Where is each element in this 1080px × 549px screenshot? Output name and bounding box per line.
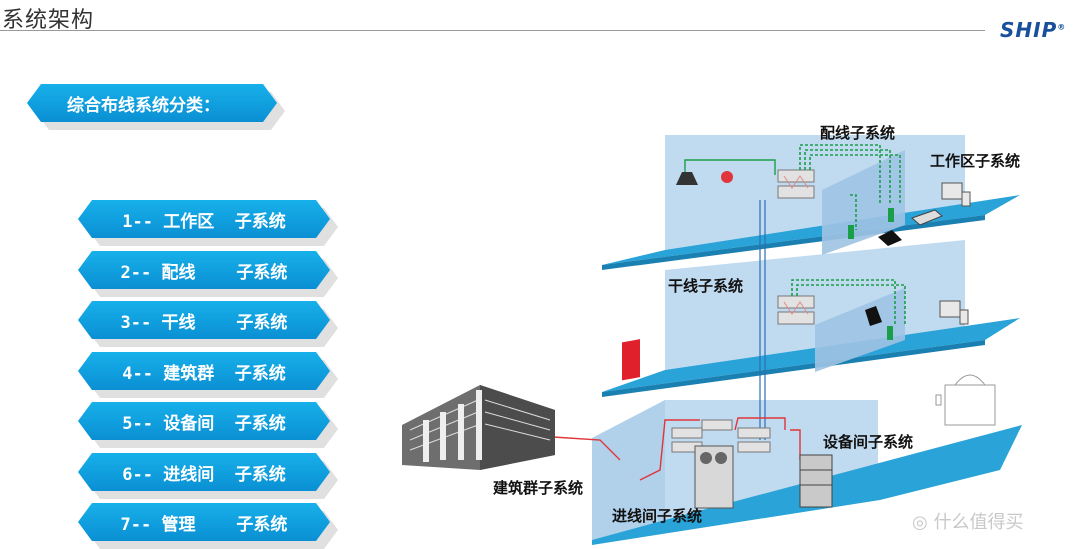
computer-monitor-2-icon (939, 300, 961, 318)
alarm-bell-icon (721, 171, 733, 183)
patch-cords (783, 175, 809, 315)
category-item-7: 7-- 管理 子系统 (78, 503, 330, 541)
category-item-4: 4-- 建筑群 子系统 (78, 352, 330, 390)
campus-building-icon (402, 385, 555, 470)
top-floor-partition (822, 150, 905, 255)
computer-tower-icon (961, 191, 971, 207)
cabling-architecture-diagram: 配线子系统 工作区子系统 干线子系统 设备间子系统 建筑群子系统 进线间子系统 (402, 124, 1022, 545)
equipment-room-subsystem-label: 设备间子系统 (823, 433, 913, 451)
brand-logo-text: SHIP (1000, 18, 1058, 42)
patch-panels (671, 169, 815, 453)
category-item-6: 6-- 进线间 子系统 (78, 453, 330, 491)
fan-2-icon (715, 452, 727, 464)
campus-subsystem-label: 建筑群子系统 (493, 479, 583, 497)
brand-logo: SHIP® (1000, 18, 1066, 42)
computer-tower-2-icon (959, 309, 969, 325)
entrance-terminal-icon (622, 339, 640, 381)
entrance-subsystem-label: 进线间子系统 (612, 507, 702, 525)
ground-floor-left-wall (592, 400, 665, 540)
printer-icon (911, 209, 943, 226)
camera-icon (865, 306, 882, 326)
wall-outlet-2-icon (888, 208, 894, 222)
chat-bubble-icon: ◎ (912, 512, 928, 533)
campus-cabling (552, 417, 801, 481)
fan-icon (700, 452, 712, 464)
server-rack-icon (799, 454, 833, 508)
watermark-text: 什么值得买 (933, 512, 1024, 533)
category-item-1: 1-- 工作区 子系统 (78, 200, 330, 238)
page-title: 系统架构 (2, 8, 95, 33)
horizontal-subsystem-label: 配线子系统 (820, 124, 895, 142)
phone-icon (878, 230, 902, 246)
watermark: ◎ 什么值得买 (912, 508, 1023, 534)
horizontal-cabling-solid (684, 159, 776, 175)
work-area-devices (676, 171, 971, 340)
middle-floor-slab-edge (602, 340, 985, 397)
computer-monitor-icon (941, 182, 963, 200)
wall-outlet-icon (848, 225, 854, 239)
horizontal-cabling (791, 144, 906, 325)
backbone-subsystem-label: 干线子系统 (668, 277, 743, 295)
work-area-subsystem-label: 工作区子系统 (930, 152, 1020, 170)
category-item-3: 3-- 干线 子系统 (78, 301, 330, 339)
category-item-2: 2-- 配线 子系统 (78, 251, 330, 289)
section-heading: 综合布线系统分类： (27, 84, 277, 122)
wall-outlet-3-icon (887, 326, 893, 340)
ceiling-speaker-icon (676, 172, 698, 185)
registered-mark: ® (1057, 22, 1067, 32)
category-item-5: 5-- 设备间 子系统 (78, 402, 330, 440)
middle-floor-partition (815, 288, 905, 372)
top-floor-slab (602, 195, 1020, 265)
middle-floor-slab (602, 318, 1020, 392)
equipment-room-devices (622, 339, 833, 509)
shelter-outline (935, 374, 996, 426)
title-divider (0, 30, 985, 31)
